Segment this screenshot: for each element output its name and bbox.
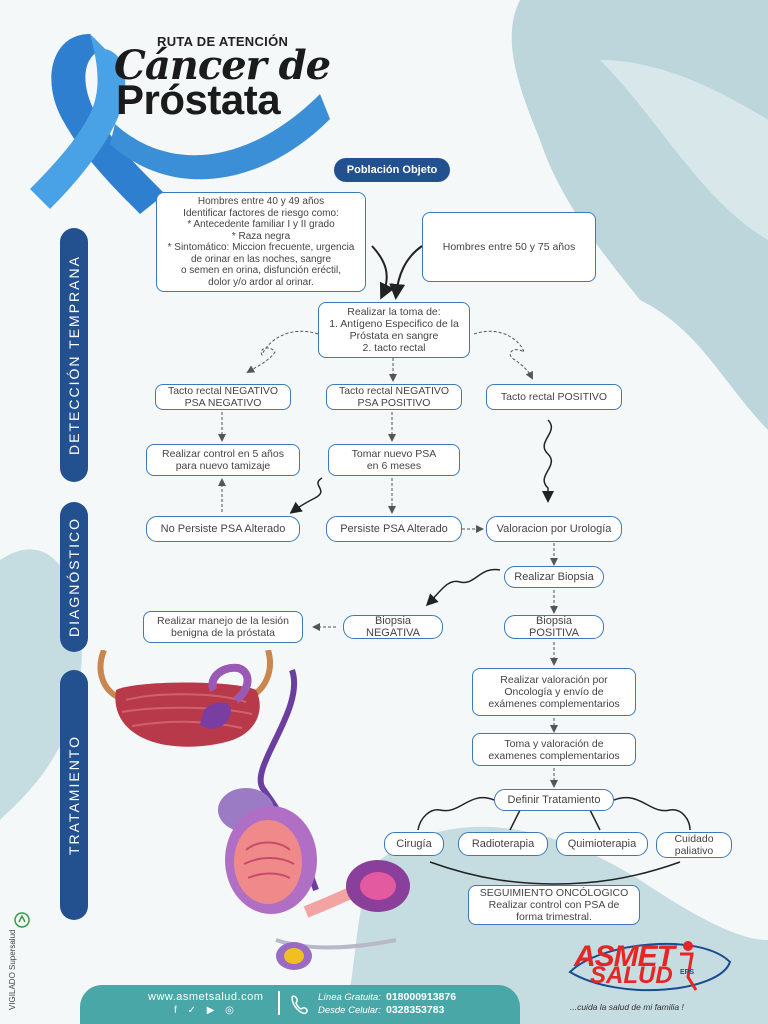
node-nuevo-psa: Tomar nuevo PSA en 6 meses <box>328 444 460 476</box>
node-hombres-50-75: Hombres entre 50 y 75 años <box>422 212 596 282</box>
social-icons[interactable]: f ✓ ▶ ◎ <box>174 1005 238 1016</box>
section-deteccion: DETECCIÓN TEMPRANA <box>60 228 88 482</box>
node-persiste: Persiste PSA Alterado <box>326 516 462 542</box>
node-cuidado-paliativo: Cuidado paliativo <box>656 832 732 858</box>
linea-number: 018000913876 <box>386 991 457 1003</box>
section-diagnostico: DIAGNÓSTICO <box>60 502 88 652</box>
bg-swoosh-bottom <box>340 826 768 1024</box>
page-kicker: RUTA DE ATENCIÓN <box>157 34 289 49</box>
node-radioterapia: Radioterapia <box>458 832 548 856</box>
page-title: Cáncer de <box>114 42 331 89</box>
logo-eps: EPS <box>680 969 695 976</box>
vigilado-label: VIGILADO Supersalud <box>8 929 17 1010</box>
node-valoracion-urologia: Valoracion por Urología <box>486 516 622 542</box>
node-hombres-40-49: Hombres entre 40 y 49 años Identificar f… <box>156 192 366 292</box>
footer-divider <box>278 991 280 1015</box>
node-toma-valoracion: Toma y valoración de examenes complement… <box>472 733 636 766</box>
node-control-5: Realizar control en 5 años para nuevo ta… <box>146 444 300 476</box>
node-no-persiste: No Persiste PSA Alterado <box>146 516 300 542</box>
celular-number: 0328353783 <box>386 1004 445 1016</box>
prostate-illustration <box>97 650 410 970</box>
node-definir-tratamiento: Definir Tratamiento <box>494 789 614 811</box>
celular-label: Desde Celular: <box>318 1005 381 1016</box>
logo-slogan: ...cuida la salud de mi familia ! <box>570 1002 684 1012</box>
asmet-logo-swoosh <box>568 941 732 992</box>
node-biopsia-negativa: Biopsia NEGATIVA <box>343 615 443 639</box>
node-cirugia: Cirugía <box>384 832 444 856</box>
node-tr-neg-psa-pos: Tacto rectal NEGATIVO PSA POSITIVO <box>326 384 462 410</box>
ribbon-icon <box>30 34 330 214</box>
supersalud-icon <box>14 912 30 928</box>
bg-swoosh-top-light <box>600 60 768 240</box>
node-biopsia: Realizar Biopsia <box>504 566 604 588</box>
node-tr-pos: Tacto rectal POSITIVO <box>486 384 622 410</box>
node-manejo-benigna: Realizar manejo de la lesión benigna de … <box>143 611 303 643</box>
website-link[interactable]: www.asmetsalud.com <box>148 991 264 1003</box>
page-title-2: Próstata <box>116 76 281 123</box>
node-seguimiento: SEGUIMIENTO ONCÓLOGICO Realizar control … <box>468 885 640 925</box>
arrow-50-75 <box>389 245 423 300</box>
node-tr-neg-psa-neg: Tacto rectal NEGATIVO PSA NEGATIVO <box>155 384 291 410</box>
linea-label: Línea Gratuita: <box>318 992 381 1003</box>
node-biopsia-positiva: Biopsia POSITIVA <box>504 615 604 639</box>
arrow-40-49 <box>371 245 395 300</box>
node-toma: Realizar la toma de: 1. Antígeno Especif… <box>318 302 470 358</box>
logo-salud: SALUD <box>590 962 673 989</box>
phone-icon <box>291 995 308 1015</box>
target-population-badge: Población Objeto <box>334 158 450 182</box>
node-valoracion-oncologia: Realizar valoración por Oncología y enví… <box>472 668 636 716</box>
node-quimioterapia: Quimioterapia <box>556 832 648 856</box>
footer-bar: www.asmetsalud.com f ✓ ▶ ◎ Línea Gratuit… <box>80 985 520 1024</box>
logo-asmet: ASMET <box>574 940 675 973</box>
section-tratamiento: TRATAMIENTO <box>60 670 88 920</box>
